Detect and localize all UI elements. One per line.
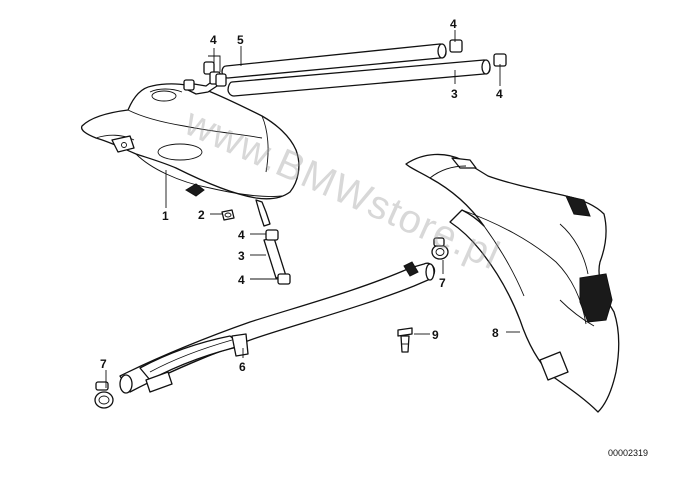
callout-4-short-top: 4	[238, 228, 245, 242]
drawing-number: 00002319	[607, 448, 648, 458]
hose-assembly-6	[119, 261, 436, 394]
hose-clamp-7-right	[431, 237, 449, 260]
callout-9: 9	[432, 328, 439, 342]
callout-3-long: 3	[451, 87, 458, 101]
callout-1: 1	[162, 209, 169, 223]
hose-long-5	[221, 43, 447, 79]
callout-3-short: 3	[238, 249, 245, 263]
callout-4-short-bottom: 4	[238, 273, 245, 287]
callout-numbers: 1 2 4 3 4 4 5 4 3 4 7 6 9 7 8	[100, 17, 503, 374]
hose-clamp-near-tank	[215, 73, 227, 87]
callout-4-right: 4	[496, 87, 503, 101]
hose-long-3	[227, 59, 491, 97]
push-rivet-9	[397, 327, 413, 353]
hose-short-3	[263, 229, 291, 285]
grommet-2	[221, 209, 235, 221]
fuel-tank	[80, 79, 300, 227]
leader-lines	[105, 30, 520, 388]
callout-4-top-left: 4	[210, 33, 217, 47]
side-panel-8	[405, 153, 620, 413]
callout-2: 2	[198, 208, 205, 222]
callout-6: 6	[239, 360, 246, 374]
callout-8: 8	[492, 326, 499, 340]
callout-7-right: 7	[439, 276, 446, 290]
callout-4-top-right: 4	[450, 17, 457, 31]
hose-clamp-7-left	[94, 381, 114, 409]
callout-5: 5	[237, 33, 244, 47]
callout-7-left: 7	[100, 357, 107, 371]
